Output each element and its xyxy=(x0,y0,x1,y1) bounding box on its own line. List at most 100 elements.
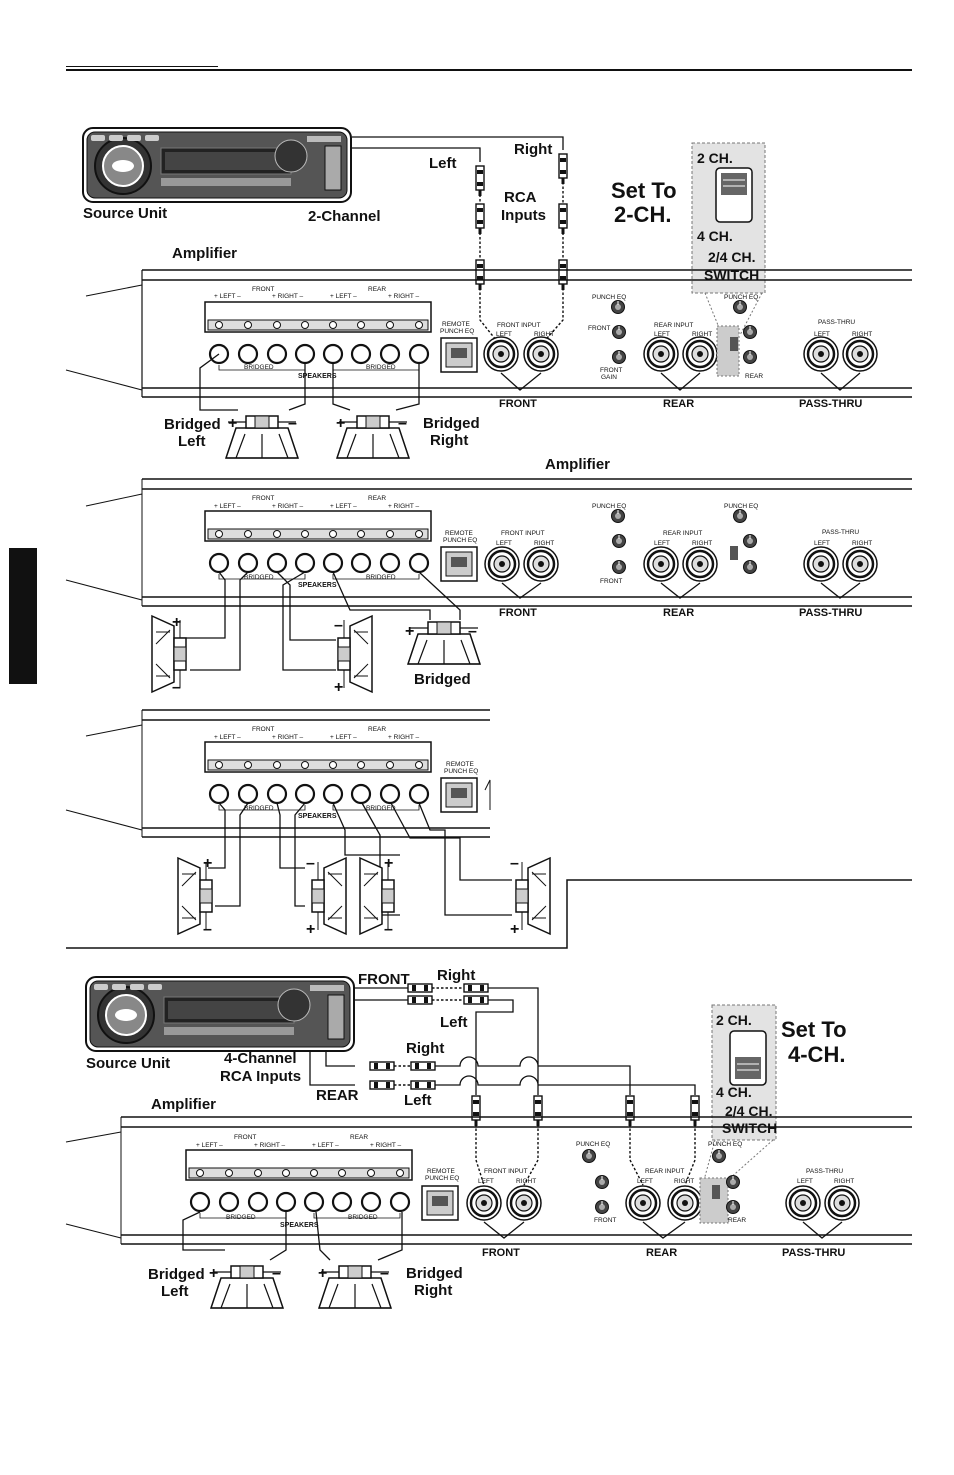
svg-text:+ LEFT –: + LEFT – xyxy=(214,293,241,300)
set-to-label-2: Set To xyxy=(781,1017,847,1042)
svg-text:+ RIGHT –: + RIGHT – xyxy=(388,503,420,510)
switch-2ch-callout: 2 CH. 4 CH. 2/4 CH. SWITCH xyxy=(691,142,766,336)
svg-text:–: – xyxy=(172,679,181,696)
svg-text:PASS-THRU: PASS-THRU xyxy=(818,319,855,326)
svg-text:LEFT: LEFT xyxy=(478,1178,494,1185)
rca-plug-icon xyxy=(407,983,433,993)
svg-text:+ LEFT –: + LEFT – xyxy=(214,734,241,741)
svg-text:PUNCH EQ: PUNCH EQ xyxy=(443,537,477,544)
source-unit-image xyxy=(82,127,352,203)
svg-text:FRONT INPUT: FRONT INPUT xyxy=(484,1168,528,1175)
svg-text:RIGHT: RIGHT xyxy=(674,1178,694,1185)
set-to-mode-2: 4-CH. xyxy=(788,1042,845,1067)
set-to-mode: 2-CH. xyxy=(614,202,671,227)
switch-4ch-label: 4 CH. xyxy=(697,228,733,244)
svg-text:FRONT: FRONT xyxy=(600,367,622,374)
svg-text:REAR INPUT: REAR INPUT xyxy=(645,1168,684,1175)
bridged-label: Bridged xyxy=(414,671,471,688)
svg-text:+ RIGHT –: + RIGHT – xyxy=(272,734,304,741)
bridged-right-1: Bridged xyxy=(423,415,480,432)
svg-text:–: – xyxy=(306,855,315,872)
channel-4-label: 4-Channel xyxy=(224,1050,297,1067)
svg-text:LEFT: LEFT xyxy=(814,331,830,338)
svg-text:FRONT INPUT: FRONT INPUT xyxy=(501,530,545,537)
svg-text:FRONT: FRONT xyxy=(252,495,274,502)
front-section-label-2: FRONT xyxy=(499,607,537,619)
pass-thru-section-label-2: PASS-THRU xyxy=(799,607,862,619)
svg-text:+ RIGHT –: + RIGHT – xyxy=(388,734,420,741)
svg-text:REMOTE: REMOTE xyxy=(442,321,470,328)
svg-text:REAR INPUT: REAR INPUT xyxy=(654,322,693,329)
svg-text:LEFT: LEFT xyxy=(814,540,830,547)
switch-name-2: SWITCH xyxy=(704,267,759,283)
switch-name-3: 2/4 CH. xyxy=(725,1103,772,1119)
svg-text:+: + xyxy=(209,1265,218,1282)
pass-thru-section-label-3: PASS-THRU xyxy=(782,1247,845,1259)
svg-text:+: + xyxy=(384,855,393,872)
svg-text:RIGHT: RIGHT xyxy=(692,331,712,338)
svg-text:BRIDGED: BRIDGED xyxy=(226,1214,256,1221)
svg-text:REMOTE: REMOTE xyxy=(445,530,473,537)
section-2ch-bridged: Source Unit 2-Channel Left Right RCA Inp… xyxy=(65,127,912,459)
svg-text:+ LEFT –: + LEFT – xyxy=(330,293,357,300)
svg-text:LEFT: LEFT xyxy=(496,540,512,547)
svg-text:+ RIGHT –: + RIGHT – xyxy=(272,503,304,510)
amplifier-label-2: Amplifier xyxy=(545,456,610,473)
section-4-speaker: + LEFT – + RIGHT – + LEFT – + RIGHT – FR… xyxy=(65,709,912,949)
bridged-right-4: Right xyxy=(414,1282,452,1299)
rear-rca-label: REAR xyxy=(316,1087,359,1104)
svg-text:SPEAKERS: SPEAKERS xyxy=(280,1222,319,1229)
terminal-icon xyxy=(203,509,479,583)
svg-text:FRONT: FRONT xyxy=(252,286,274,293)
svg-text:+ LEFT –: + LEFT – xyxy=(214,503,241,510)
rear-right-label: Right xyxy=(406,1040,444,1057)
amplifier-label-3: Amplifier xyxy=(151,1096,216,1113)
svg-text:PUNCH EQ: PUNCH EQ xyxy=(440,328,474,335)
svg-text:+ LEFT –: + LEFT – xyxy=(330,503,357,510)
switch-4ch-label-2: 4 CH. xyxy=(716,1084,752,1100)
svg-text:PUNCH EQ: PUNCH EQ xyxy=(708,1141,742,1148)
section-3-way: Amplifier + LEFT – + RIGHT – + LEFT – + … xyxy=(65,456,912,696)
svg-text:LEFT: LEFT xyxy=(637,1178,653,1185)
bridged-left-4: Left xyxy=(161,1283,189,1300)
svg-text:LEFT: LEFT xyxy=(654,540,670,547)
terminal-icon xyxy=(203,300,479,374)
svg-text:FRONT INPUT: FRONT INPUT xyxy=(497,322,541,329)
svg-text:SPEAKERS: SPEAKERS xyxy=(298,373,337,380)
section-4ch-bridged: Source Unit 4-Channel RCA Inputs FRONT R… xyxy=(65,967,912,1309)
rear-left-label: Left xyxy=(404,1092,432,1109)
svg-text:–: – xyxy=(468,623,477,640)
switch-name-4: SWITCH xyxy=(722,1120,777,1136)
svg-text:REAR: REAR xyxy=(368,726,386,733)
svg-text:RIGHT: RIGHT xyxy=(834,1178,854,1185)
svg-text:FRONT: FRONT xyxy=(234,1134,256,1141)
svg-text:RIGHT: RIGHT xyxy=(692,540,712,547)
svg-text:FRONT: FRONT xyxy=(594,1217,616,1224)
source-unit-label-2: Source Unit xyxy=(86,1055,170,1072)
bridged-left-3: Bridged xyxy=(148,1266,205,1283)
svg-text:+: + xyxy=(172,614,181,631)
bridged-left-1: Bridged xyxy=(164,416,221,433)
svg-text:–: – xyxy=(510,855,519,872)
svg-text:+: + xyxy=(405,623,414,640)
svg-text:–: – xyxy=(203,921,212,938)
svg-text:REMOTE: REMOTE xyxy=(427,1168,455,1175)
front-section-label-3: FRONT xyxy=(482,1247,520,1259)
svg-text:BRIDGED: BRIDGED xyxy=(366,364,396,371)
rca-plug-icon xyxy=(558,153,568,185)
bridged-right-2: Right xyxy=(430,432,468,449)
svg-text:BRIDGED: BRIDGED xyxy=(244,574,274,581)
svg-text:+ LEFT –: + LEFT – xyxy=(330,734,357,741)
svg-text:REMOTE: REMOTE xyxy=(446,761,474,768)
svg-text:LEFT: LEFT xyxy=(654,331,670,338)
amplifier-label: Amplifier xyxy=(172,245,237,262)
svg-text:REAR INPUT: REAR INPUT xyxy=(663,530,702,537)
svg-text:BRIDGED: BRIDGED xyxy=(366,574,396,581)
svg-text:RIGHT: RIGHT xyxy=(852,540,872,547)
source-unit-image xyxy=(85,976,355,1052)
svg-text:+: + xyxy=(334,679,343,696)
svg-text:+ LEFT –: + LEFT – xyxy=(312,1142,339,1149)
svg-text:RIGHT: RIGHT xyxy=(516,1178,536,1185)
svg-text:FRONT: FRONT xyxy=(588,325,610,332)
inputs-label: Inputs xyxy=(501,207,546,224)
